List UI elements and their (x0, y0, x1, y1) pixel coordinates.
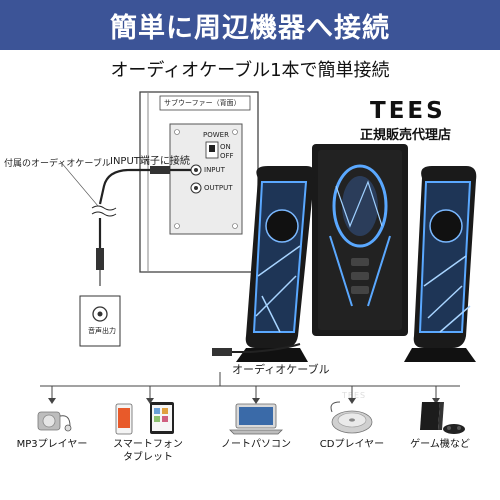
right-speaker-driver (429, 209, 463, 243)
cable-break-mark (91, 211, 117, 217)
diagram-drawing (59, 91, 477, 362)
rear-panel (169, 123, 243, 235)
audio-cable-line (232, 343, 301, 353)
power-label: POWER (203, 131, 229, 139)
speaker-brand-label: TEES (342, 391, 367, 400)
device-label: CDプレイヤー (319, 439, 385, 450)
cable-break-mark (91, 205, 117, 211)
right-speaker-stand (404, 348, 476, 362)
subwoofer-knob (351, 286, 369, 294)
bracket-arrow-icon (252, 398, 260, 404)
panel-title: サブウーファー（背面） (164, 99, 241, 107)
screw-icon (174, 129, 180, 135)
connection-diagram: サブウーファー（背面） POWER ON OFF INPUT OUTPUT IN… (0, 86, 500, 400)
bracket-drawing (40, 372, 460, 404)
device-label: MP3プレイヤー (16, 439, 88, 450)
right-speaker-front (418, 181, 472, 333)
banner-title: 簡単に周辺機器へ接続 (110, 12, 390, 44)
cd-player-icon (330, 401, 373, 434)
output-jack-hole (194, 186, 198, 190)
device-label: スマートフォン タブレット (113, 439, 183, 463)
bracket-arrow-icon (432, 398, 440, 404)
subwoofer-driver (342, 176, 378, 236)
subwoofer-light-streak (335, 180, 383, 228)
subwoofer-light-beam (329, 235, 391, 307)
subwoofer-glow-ring (332, 164, 388, 248)
title-banner: 簡単に周辺機器へ接続 (0, 0, 500, 50)
laptop-icon (229, 403, 283, 435)
screw-icon (174, 223, 180, 229)
device-label: ゲーム機など (410, 439, 470, 450)
power-switch-toggle (209, 145, 215, 152)
subwoofer-knob (351, 258, 369, 266)
smartphone-tablet-icon (115, 402, 174, 435)
audio-out-jack-hole (97, 311, 103, 317)
left-speaker-light-streak (255, 245, 301, 333)
panel-title-box (159, 95, 251, 111)
off-label: OFF (220, 152, 234, 160)
bracket-arrow-icon (146, 398, 154, 404)
game-console-icon (420, 402, 465, 434)
screw-icon (232, 223, 238, 229)
subtitle: オーディオケーブル1本で簡単接続 (110, 60, 390, 81)
audio-cable-plug (212, 348, 232, 356)
included-cable-line (98, 168, 191, 205)
cable-plug-top (150, 166, 170, 174)
included-cable-label: 付属のオーディオケーブル (4, 159, 111, 169)
cable-label-leader (59, 160, 99, 207)
bracket-arrow-icon (348, 398, 356, 404)
subwoofer-knob (351, 272, 369, 280)
audio-cable-label: オーディオケーブル (232, 363, 330, 376)
device-list: MP3プレイヤー スマートフォン タブレット ノートパソコン (0, 400, 500, 500)
right-speaker-light-streak (423, 255, 471, 333)
screw-icon (232, 129, 238, 135)
device-bracket (0, 372, 500, 422)
output-label: OUTPUT (204, 184, 233, 192)
bracket-arrow-icon (48, 398, 56, 404)
input-label: INPUT (204, 166, 225, 174)
input-terminal-label: INPUT端子に接続 (110, 156, 190, 167)
brand-logo: TEES (370, 98, 446, 124)
on-label: ON (220, 143, 231, 151)
input-jack-hole (194, 168, 198, 172)
mp3-player-icon (37, 411, 72, 432)
device-label: ノートパソコン (221, 439, 291, 450)
audio-out-label: 音声出力 (88, 327, 116, 335)
left-speaker-driver (265, 209, 299, 243)
cable-plug-bottom (96, 248, 104, 270)
brand-tagline: 正規販売代理店 (360, 128, 452, 143)
